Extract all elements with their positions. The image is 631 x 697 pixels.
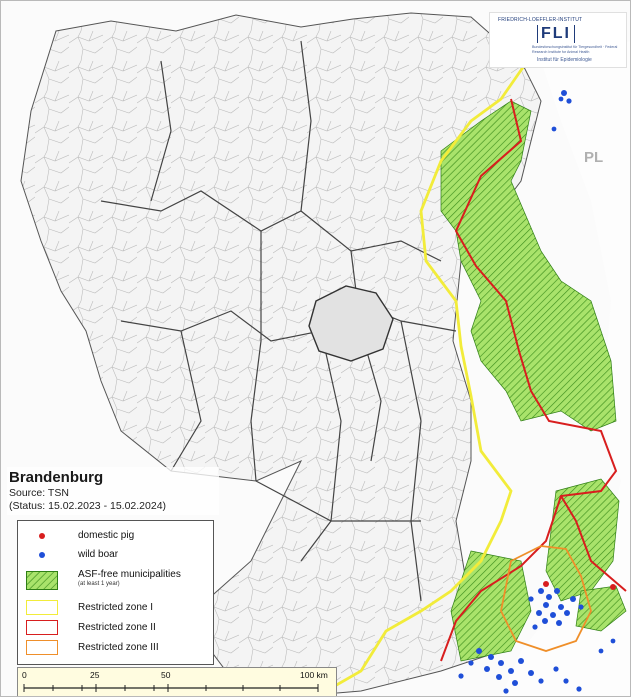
legend-label: ASF-free municipalities — [78, 569, 181, 580]
legend-label: wild boar — [78, 549, 119, 560]
blue-dot-icon — [39, 552, 45, 558]
yellow-outline-swatch — [26, 600, 58, 615]
map-status: (Status: 15.02.2023 - 15.02.2024) — [9, 500, 167, 512]
asf-free-municipalities — [440, 100, 627, 662]
logo-small-text: FRIEDRICH-LOEFFLER-INSTITUT — [498, 17, 583, 23]
fli-logo: FRIEDRICH-LOEFFLER-INSTITUT FLI Bundesfo… — [489, 12, 627, 68]
legend-item-zone-1: Restricted zone I — [18, 600, 215, 616]
scale-label: 100 km — [300, 670, 328, 680]
scale-ruler — [23, 684, 319, 692]
restricted-zone-2 — [440, 98, 627, 662]
map-legend: domestic pig wild boar ASF-free municipa… — [17, 520, 214, 665]
scale-bar: 0 25 50 100 km — [17, 667, 337, 696]
legend-item-asf-free: ASF-free municipalities (at least 1 year… — [18, 568, 215, 594]
green-hatch-swatch — [26, 571, 58, 590]
orange-outline-swatch — [26, 640, 58, 655]
wild-boar-cases — [458, 90, 616, 694]
legend-item-zone-3: Restricted zone III — [18, 640, 215, 656]
map-title-block: Brandenburg Source: TSN (Status: 15.02.2… — [7, 467, 219, 515]
domestic-pig-cases — [543, 581, 616, 590]
map-source: Source: TSN — [9, 487, 69, 499]
legend-item-zone-2: Restricted zone II — [18, 620, 215, 636]
restricted-zone-3 — [500, 545, 592, 652]
red-dot-icon — [39, 533, 45, 539]
berlin-area — [308, 285, 394, 362]
neighbor-country-label: PL — [584, 149, 604, 166]
scale-label: 25 — [90, 670, 100, 680]
legend-label: domestic pig — [78, 530, 135, 541]
legend-label: Restricted zone II — [78, 622, 156, 633]
legend-item-wild-boar: wild boar — [18, 548, 215, 564]
legend-label: Restricted zone I — [78, 602, 154, 613]
legend-item-domestic-pig: domestic pig — [18, 529, 215, 545]
scale-label: 50 — [161, 670, 171, 680]
logo-mark: FLI — [537, 25, 575, 43]
scale-label: 0 — [22, 670, 27, 680]
red-outline-swatch — [26, 620, 58, 635]
logo-institute: Institut für Epidemiologie — [537, 57, 592, 63]
legend-note: (at least 1 year) — [78, 581, 120, 587]
logo-sub-text: Bundesforschungsinstitut für Tiergesundh… — [532, 45, 618, 54]
poland-area — [501, 41, 630, 696]
legend-label: Restricted zone III — [78, 642, 159, 653]
restricted-zone-1 — [325, 62, 528, 693]
map-title: Brandenburg — [9, 469, 104, 486]
